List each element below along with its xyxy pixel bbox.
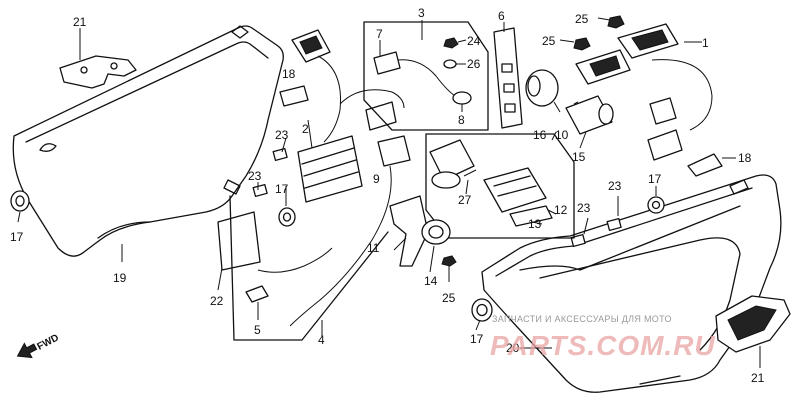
label-24: 24 bbox=[467, 34, 481, 48]
label-6: 6 bbox=[498, 9, 505, 23]
grommets-right bbox=[278, 196, 665, 322]
clips bbox=[252, 147, 622, 248]
label-23-d: 23 bbox=[577, 201, 591, 215]
label-10: 10 bbox=[555, 128, 569, 142]
label-17-left: 17 bbox=[10, 230, 24, 244]
label-25-top: 25 bbox=[575, 12, 589, 26]
forward-direction-marker: FWD bbox=[16, 332, 61, 359]
label-23-b: 23 bbox=[248, 169, 262, 183]
label-15: 15 bbox=[572, 150, 586, 164]
label-19: 19 bbox=[113, 271, 127, 285]
label-14: 14 bbox=[424, 274, 438, 288]
watermark-logo: PARTS.COM.RU bbox=[490, 330, 716, 361]
left-side-cover bbox=[12, 25, 284, 257]
label-9: 9 bbox=[373, 172, 380, 186]
box-12 bbox=[425, 133, 575, 239]
label-5: 5 bbox=[254, 323, 261, 337]
label-23-a: 23 bbox=[275, 128, 289, 142]
label-17-mid: 17 bbox=[275, 182, 289, 196]
label-23-c: 23 bbox=[608, 179, 622, 193]
label-8: 8 bbox=[458, 113, 465, 127]
bracket-11-14 bbox=[389, 195, 451, 267]
label-22: 22 bbox=[210, 294, 224, 308]
label-13: 13 bbox=[528, 217, 542, 231]
grommet-left bbox=[10, 190, 30, 212]
latch-bottom-right bbox=[715, 295, 791, 353]
box-3 bbox=[363, 21, 489, 131]
label-16: 16 bbox=[533, 128, 547, 142]
bracket-6 bbox=[493, 27, 523, 129]
upper-bracket bbox=[59, 55, 137, 89]
label-25-bottom: 25 bbox=[442, 291, 456, 305]
label-21-bottom: 21 bbox=[751, 371, 765, 385]
capacitors bbox=[525, 69, 614, 135]
forward-arrow-icon bbox=[16, 342, 38, 359]
label-11: 11 bbox=[367, 241, 380, 255]
watermark: ЗАПЧАСТИ И АКСЕССУАРЫ ДЛЯ МОТО PARTS.COM… bbox=[490, 314, 716, 361]
label-12: 12 bbox=[554, 203, 568, 217]
label-21-top: 21 bbox=[73, 15, 87, 29]
nuts bbox=[441, 15, 625, 267]
label-7: 7 bbox=[376, 27, 383, 41]
label-18-right: 18 bbox=[738, 151, 752, 165]
fwd-label: FWD bbox=[36, 332, 61, 352]
label-1: 1 bbox=[702, 36, 709, 50]
regulator-rectifier bbox=[291, 29, 405, 203]
label-18-left: 18 bbox=[282, 67, 296, 81]
connectors-1 bbox=[575, 23, 713, 161]
box-4 bbox=[229, 195, 389, 341]
label-20: 20 bbox=[506, 341, 520, 355]
leader-lines bbox=[17, 17, 761, 368]
part-number-labels: 21 1 2 3 4 5 6 7 8 9 10 11 12 13 14 15 1… bbox=[10, 6, 765, 385]
label-27: 27 bbox=[458, 193, 472, 207]
rubber-pads bbox=[279, 85, 723, 177]
label-3: 3 bbox=[418, 6, 425, 20]
label-2: 2 bbox=[302, 122, 309, 136]
label-25-mid: 25 bbox=[542, 34, 556, 48]
watermark-caption: ЗАПЧАСТИ И АКСЕССУАРЫ ДЛЯ МОТО bbox=[492, 314, 672, 324]
label-17-bottom: 17 bbox=[470, 332, 484, 346]
label-17-right: 17 bbox=[648, 172, 662, 186]
panel-22 bbox=[217, 211, 261, 271]
relay-9 bbox=[289, 135, 411, 327]
label-26: 26 bbox=[467, 57, 481, 71]
label-4: 4 bbox=[318, 333, 325, 347]
